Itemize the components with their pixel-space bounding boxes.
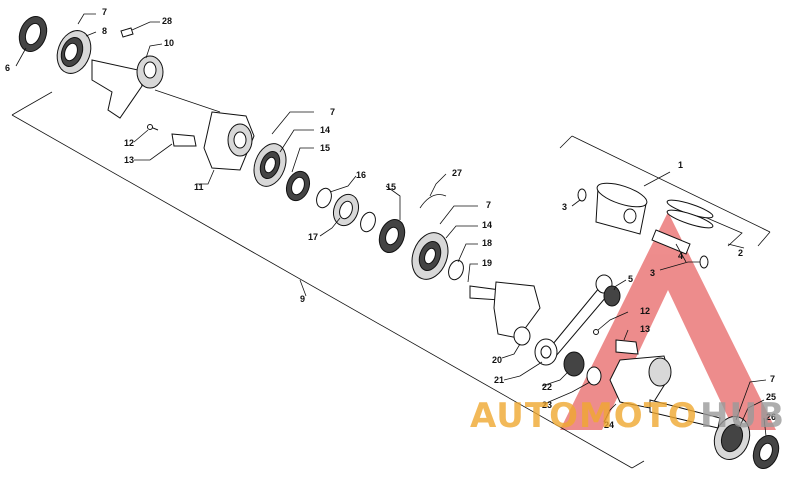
bearing-14-lower: [411, 232, 449, 280]
callout-7: 7: [102, 7, 107, 17]
callout-12: 12: [640, 306, 650, 316]
crank-half-24: [609, 355, 721, 429]
callout-26: 26: [766, 412, 776, 422]
piston-rings-2: [666, 199, 714, 229]
needle-bearing-22: [563, 351, 585, 377]
seal-center: [378, 219, 406, 253]
clip-3-lower: [699, 255, 709, 269]
callout-labels: 1 2 3 3 4 5 6 7 7 7 7 8 9 10 11 12 12 13…: [5, 7, 776, 430]
callout-21: 21: [494, 375, 504, 385]
seal-26: [752, 435, 780, 469]
callout-22: 22: [542, 382, 552, 392]
callout-8: 8: [102, 26, 107, 36]
callout-15: 15: [320, 143, 330, 153]
callout-3: 3: [650, 268, 655, 278]
connecting-rod-21: [534, 274, 613, 366]
callout-5: 5: [628, 274, 633, 284]
callout-14: 14: [482, 220, 492, 230]
callout-7: 7: [486, 200, 491, 210]
labyrinth-17: [332, 193, 360, 227]
watermark-text: AUTOMOTO HUB: [470, 396, 785, 436]
clip-3-upper: [577, 188, 587, 202]
piston-pin-4: [651, 229, 691, 255]
callout-19: 19: [482, 258, 492, 268]
pin-12-bushing-13: [147, 124, 197, 147]
callout-20: 20: [492, 355, 502, 365]
watermark-part2: HUB: [700, 396, 785, 436]
callout-23: 23: [542, 400, 552, 410]
watermark-part1: AUTOMOTO: [470, 396, 698, 436]
callout-24: 24: [604, 420, 614, 430]
callout-7: 7: [770, 374, 775, 384]
callout-4: 4: [678, 251, 683, 261]
key-28: [120, 27, 134, 38]
seal-15: [285, 170, 311, 202]
clip-27: [419, 194, 447, 209]
callout-27: 27: [452, 168, 462, 178]
leader-lines: [15, 13, 767, 437]
callout-3: 3: [562, 202, 567, 212]
crank-half-10: [91, 55, 221, 119]
ring-15: [360, 211, 376, 233]
bearing-14-upper: [253, 143, 287, 187]
callout-11: 11: [194, 182, 204, 192]
callout-14: 14: [320, 125, 330, 135]
callout-13: 13: [640, 324, 650, 334]
pin-12-bushing-13-lower: [593, 329, 639, 355]
callout-7: 7: [330, 107, 335, 117]
seal-6: [18, 16, 48, 52]
callout-10: 10: [164, 38, 174, 48]
bracket-2: [699, 214, 743, 247]
crank-half-19: [469, 281, 541, 346]
needle-bearing-5: [603, 285, 621, 307]
callout-18: 18: [482, 238, 492, 248]
callout-16: 16: [356, 170, 366, 180]
bearing-8: [56, 30, 92, 74]
assembly-bracket-1: [559, 135, 771, 247]
piston-1: [595, 182, 648, 235]
washer-23: [586, 366, 602, 386]
callout-2: 2: [738, 248, 743, 258]
callout-9: 9: [300, 294, 305, 304]
callout-17: 17: [308, 232, 318, 242]
callout-1: 1: [678, 160, 683, 170]
callout-25: 25: [766, 392, 776, 402]
ring-18: [448, 259, 464, 281]
callout-12: 12: [124, 138, 134, 148]
callout-15: 15: [386, 182, 396, 192]
callout-28: 28: [162, 16, 172, 26]
callout-13: 13: [124, 155, 134, 165]
crank-half-11: [203, 111, 255, 171]
ring-16: [316, 187, 332, 209]
bearing-25: [713, 416, 751, 460]
assembly-bracket-9: [11, 91, 645, 469]
callout-6: 6: [5, 63, 10, 73]
